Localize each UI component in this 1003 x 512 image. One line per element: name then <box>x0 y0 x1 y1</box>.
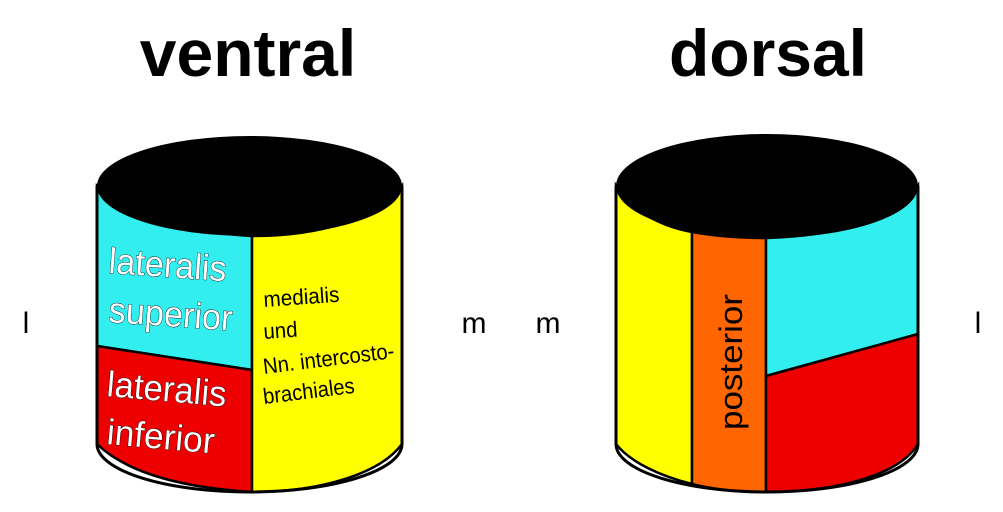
dorsal-cylinder: posterior <box>614 134 920 494</box>
title-ventral: ventral <box>140 16 356 90</box>
side-label-dorsal-left: m <box>536 307 561 340</box>
title-dorsal: dorsal <box>669 16 867 90</box>
side-label-dorsal-right: l <box>975 307 982 340</box>
label-medialis-line1: medialis <box>263 282 341 312</box>
label-lateralis-superior-line2: superior <box>107 289 234 339</box>
dorsal-top <box>616 134 918 238</box>
label-lateralis-inferior-line2: inferior <box>105 411 216 461</box>
ventral-top <box>97 136 402 236</box>
label-medialis-line2: und <box>263 317 299 344</box>
ventral-cylinder: lateralis superior lateralis inferior me… <box>95 136 404 494</box>
region-dorsal-yellow <box>614 181 694 486</box>
side-label-ventral-right: m <box>462 307 487 340</box>
label-posterior: posterior <box>713 294 749 430</box>
side-label-ventral-left: l <box>23 307 30 340</box>
label-lateralis-superior-line1: lateralis <box>107 240 228 289</box>
